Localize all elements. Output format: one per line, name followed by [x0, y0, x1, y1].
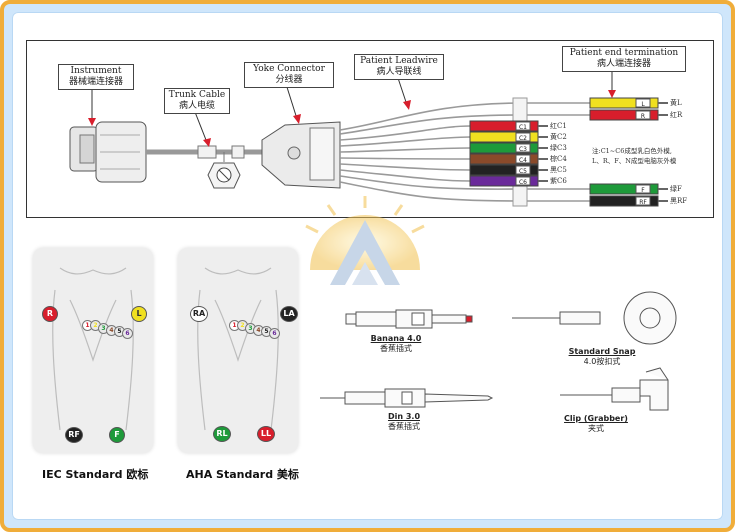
aha-ra-electrode: RA — [190, 306, 208, 322]
din-cn: 香蕉插式 — [388, 422, 420, 431]
lead-tip-rf: RF — [589, 195, 668, 207]
callout-leadwire-cn: 病人导联线 — [376, 67, 422, 77]
lead-label-c5: 黑C5 — [550, 166, 567, 174]
aha-ll-electrode: LL — [257, 426, 275, 442]
lead-tip-f: F — [589, 183, 668, 195]
lead-tag-rf: RF — [639, 199, 647, 206]
callout-trunk-en: Trunk Cable — [168, 90, 226, 100]
leadwire-bundle — [339, 102, 590, 202]
note-line-1: 注:C1~C6成型乳白色外模, — [592, 147, 672, 155]
clip-connector-drawing — [560, 367, 669, 411]
aha-la-electrode: LA — [280, 306, 298, 322]
lead-label-rf: 黑RF — [670, 197, 688, 205]
lead-tag-l: L — [641, 101, 645, 108]
snap-name: Standard Snap — [568, 347, 636, 356]
callout-instrument: Instrument 器械端连接器 — [58, 64, 134, 90]
callout-instrument-en: Instrument — [70, 66, 122, 76]
din-connector-drawing — [320, 388, 494, 408]
aha-chest-electrode-6: 6 — [269, 327, 280, 339]
lead-label-c6: 紫C6 — [550, 177, 567, 185]
trunk-cable-marker — [197, 145, 217, 159]
iec-la-electrode: L — [131, 306, 147, 322]
callout-leadwire-en: Patient Leadwire — [360, 56, 438, 66]
lead-tag-c5: C5 — [519, 168, 527, 175]
iec-rl-electrode: RF — [65, 427, 83, 443]
yoke-connector — [261, 121, 341, 189]
din-name: Din 3.0 — [387, 412, 421, 421]
clip-name: Clip (Grabber) — [564, 414, 628, 423]
lead-tip-r: R — [589, 109, 668, 121]
callout-trunk-cable: Trunk Cable 病人电缆 — [164, 88, 230, 114]
din-label: Din 3.0 香蕉插式 — [364, 412, 444, 432]
banana-connector-drawing — [345, 309, 473, 329]
lead-tag-r: R — [641, 113, 645, 120]
clip-label: Clip (Grabber) 夹式 — [548, 414, 644, 434]
callout-yoke: Yoke Connector 分线器 — [244, 62, 334, 88]
callout-trunk-cn: 病人电缆 — [178, 101, 215, 111]
iec-chest-electrode-6: 6 — [122, 327, 133, 339]
lead-label-c4: 棕C4 — [550, 155, 567, 163]
banana-label: Banana 4.0 香蕉插式 — [356, 334, 436, 354]
lead-tip-c6: C6 — [469, 175, 548, 187]
note-line-2: L、R、F、N成型电脑灰外模 — [592, 157, 677, 165]
iec-caption: IEC Standard 欧标 — [42, 468, 149, 481]
callout-instrument-cn: 器械端连接器 — [68, 77, 123, 87]
lead-tag-f: F — [641, 187, 645, 194]
aha-caption: AHA Standard 美标 — [186, 468, 299, 481]
lead-tip-c2: C2 — [469, 131, 548, 143]
lead-tip-c4: C4 — [469, 153, 548, 165]
snap-label: Standard Snap 4.0按扣式 — [552, 347, 652, 367]
callout-termination: Patient end termination 病人端连接器 — [562, 46, 686, 72]
callout-yoke-cn: 分线器 — [275, 75, 303, 85]
lead-tag-c1: C1 — [519, 124, 527, 131]
lead-tip-l: L — [589, 97, 668, 109]
lead-tag-c2: C2 — [519, 135, 527, 142]
lead-tip-c5: C5 — [469, 164, 548, 176]
lead-label-f: 绿F — [670, 185, 682, 193]
lead-label-c3: 绿C3 — [550, 144, 567, 152]
lead-label-c1: 红C1 — [550, 122, 567, 130]
lead-label-r: 红R — [670, 111, 683, 119]
iec-ra-electrode: R — [42, 306, 58, 322]
lead-tag-c3: C3 — [519, 146, 527, 153]
callout-termination-en: Patient end termination — [569, 48, 679, 58]
lead-tip-c3: C3 — [469, 142, 548, 154]
lead-label-l: 黄L — [670, 99, 682, 107]
callout-leadwire: Patient Leadwire 病人导联线 — [354, 54, 444, 80]
callout-termination-cn: 病人端连接器 — [596, 59, 651, 69]
lead-tag-c4: C4 — [519, 157, 527, 164]
iec-ll-electrode: F — [109, 427, 125, 443]
snap-connector-drawing — [512, 291, 677, 345]
cable-tag-icon — [207, 152, 241, 189]
aha-rl-electrode: RL — [213, 426, 231, 442]
lead-tip-c1: C1 — [469, 120, 548, 132]
clip-cn: 夹式 — [588, 424, 604, 433]
lead-tag-c6: C6 — [519, 179, 527, 186]
snap-cn: 4.0按扣式 — [583, 357, 621, 366]
lead-label-c2: 黄C2 — [550, 133, 567, 141]
callout-yoke-en: Yoke Connector — [253, 64, 325, 74]
banana-cn: 香蕉插式 — [380, 344, 412, 353]
banana-name: Banana 4.0 — [370, 334, 422, 343]
